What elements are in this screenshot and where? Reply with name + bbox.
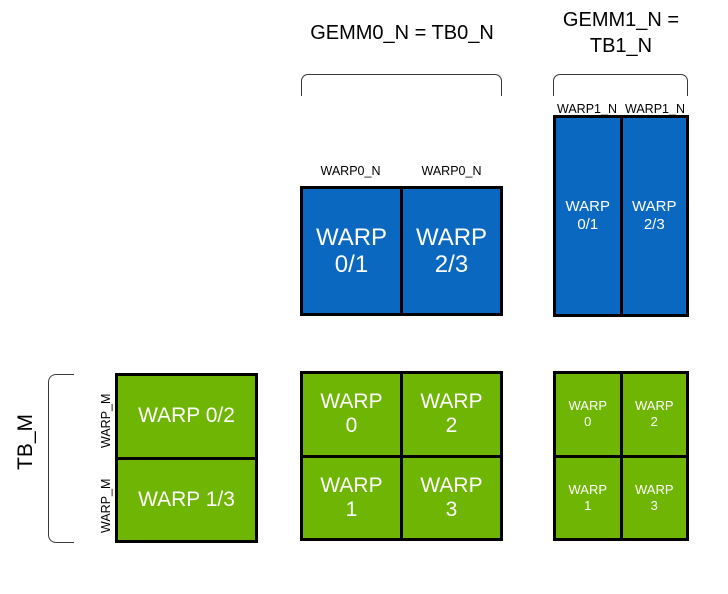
tile-warp-0: WARP 0 [556,374,620,455]
tile-warp-3: WARP 3 [622,457,686,538]
gemm0-warp-tiles-group: WARP 0/1 WARP 2/3 [300,186,503,316]
tb-m-label: TB_M [14,413,37,470]
gemm0-warp-grid-group: WARP 0 WARP 1 WARP 2 WARP 3 [300,371,503,541]
tile-warp-0-2: WARP 0/2 [118,376,255,457]
warp1-n-right-label: WARP1_N [625,102,685,116]
gemm1-warp-column-1: WARP 2/3 [622,118,686,314]
gemm0-grid-column-0: WARP 0 WARP 1 [303,374,400,538]
tile-warp-2-3: WARP 2/3 [403,189,500,313]
gemm0-warp-column-1: WARP 2/3 [403,189,500,313]
gemm0-title: GEMM0_N = TB0_N [310,22,494,44]
tile-warp-0-1: WARP 0/1 [303,189,400,313]
tb-warp-rows-group: WARP 0/2 WARP 1/3 [115,373,258,543]
warp-m-bottom-label: WARP_M [99,478,113,533]
tile-warp-1: WARP 1 [556,457,620,538]
gemm1-warp-column-0: WARP 0/1 [556,118,620,314]
tile-warp-1-3: WARP 1/3 [118,459,255,540]
tile-warp-1: WARP 1 [303,457,400,538]
gemm1-grid-column-0: WARP 0 WARP 1 [556,374,620,538]
tile-warp-2: WARP 2 [622,374,686,455]
gemm0-warp-column-0: WARP 0/1 [303,189,400,313]
tb-warp-column-0: WARP 0/2 WARP 1/3 [118,376,255,540]
warp-m-top-label: WARP_M [99,393,113,448]
gemm1-title: GEMM1_N = TB1_N [562,9,680,57]
gemm1-width-bracket [553,74,688,96]
warp0-n-left-label: WARP0_N [320,164,381,178]
gemm1-warp-tiles-group: WARP 0/1 WARP 2/3 [553,115,689,317]
tile-warp-0: WARP 0 [303,374,400,455]
gemm0-grid-column-1: WARP 2 WARP 3 [403,374,500,538]
gemm1-grid-column-1: WARP 2 WARP 3 [622,374,686,538]
gemm1-warp-grid-group: WARP 0 WARP 1 WARP 2 WARP 3 [553,371,689,541]
tile-warp-3: WARP 3 [403,457,500,538]
tile-warp-2-3: WARP 2/3 [622,118,686,314]
gemm0-width-bracket [301,74,502,96]
tb-m-bracket [48,374,74,543]
warp0-n-right-label: WARP0_N [421,164,482,178]
tile-warp-0-1: WARP 0/1 [556,118,620,314]
tile-warp-2: WARP 2 [403,374,500,455]
warp1-n-left-label: WARP1_N [557,102,617,116]
